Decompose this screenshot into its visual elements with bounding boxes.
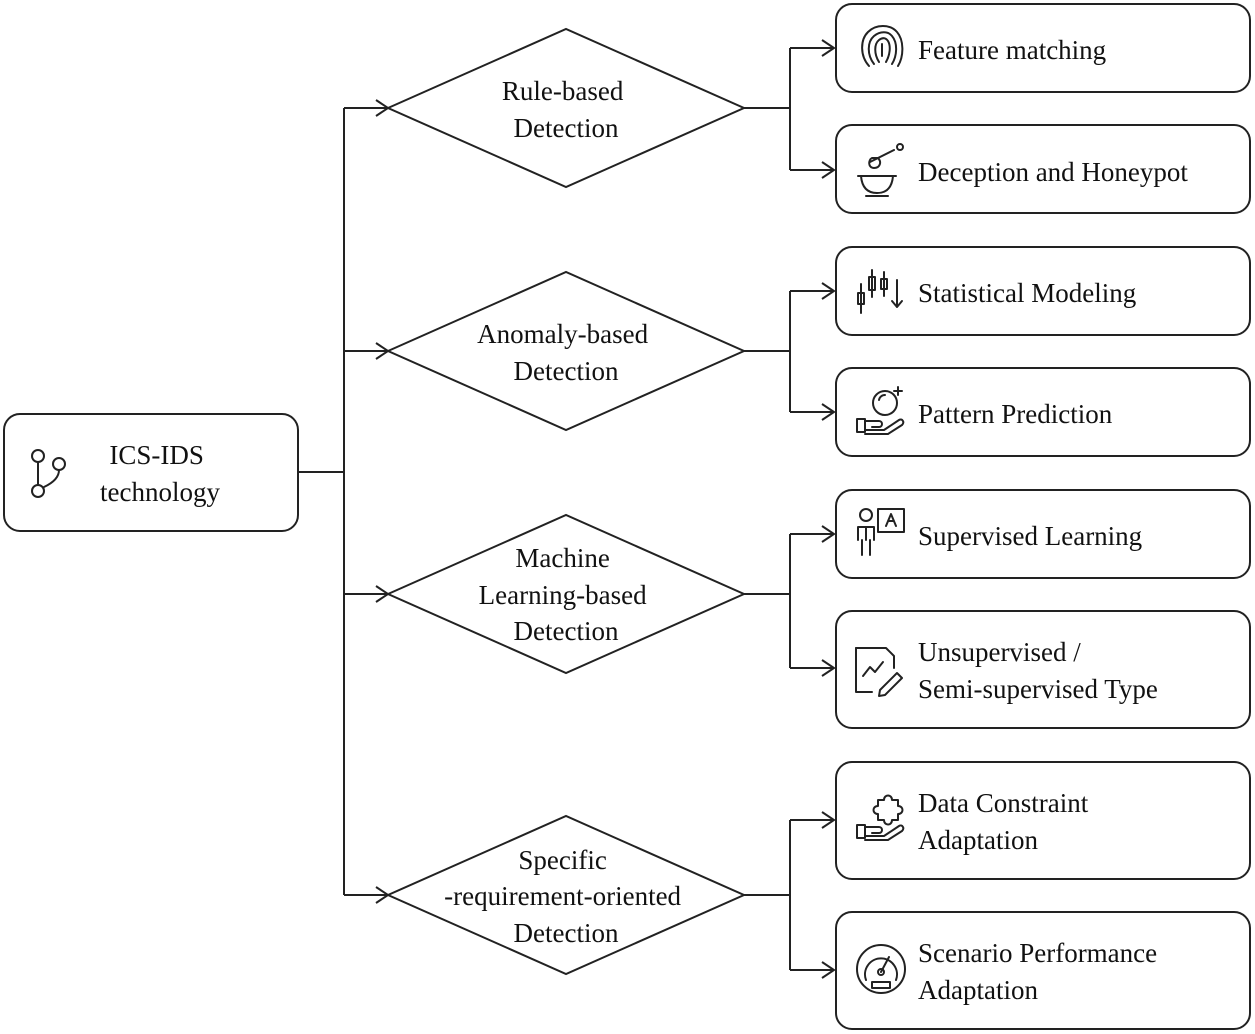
leaf-deception-honeypot: Deception and Honeypot (835, 124, 1251, 214)
leaf-label: Supervised Learning (918, 521, 1142, 551)
root-label-line: technology (100, 477, 220, 507)
category-label-line: Detection (514, 113, 619, 143)
leaf-label-line: Deception and Honeypot (918, 157, 1188, 187)
category-specific-requirement: Specific -requirement-oriented Detection (385, 814, 747, 976)
leaf-label-line: Adaptation (918, 825, 1038, 855)
leaf-label-line: Supervised Learning (918, 521, 1142, 551)
leaf-pattern-prediction: Pattern Prediction (835, 367, 1251, 457)
category-label-line: Anomaly-based (477, 319, 648, 349)
root-node: ICS-IDS technology (3, 413, 299, 532)
leaf-supervised-learning: Supervised Learning (835, 489, 1251, 579)
connector-rule-leaves (744, 47, 834, 171)
category-label-line: -requirement-oriented (444, 881, 681, 911)
category-label-line: Detection (514, 616, 619, 646)
leaf-feature-matching: Feature matching (835, 3, 1251, 93)
arrowhead (821, 961, 836, 979)
category-anomaly-based: Anomaly-based Detection (385, 270, 747, 432)
connector-specific-leaves (744, 819, 834, 971)
category-label-line: Specific (518, 845, 606, 875)
category-rule-based: Rule-based Detection (385, 27, 747, 189)
category-label-line: Rule-based (502, 76, 624, 106)
leaf-label: Scenario Performance Adaptation (918, 938, 1164, 1005)
leaf-label-line: Scenario Performance (918, 938, 1157, 968)
category-label-line: Machine (515, 543, 609, 573)
category-label-line: Learning-based (479, 580, 647, 610)
category-label-line: Detection (514, 356, 619, 386)
leaf-scenario-performance: Scenario Performance Adaptation (835, 911, 1251, 1030)
leaf-label-line: Semi-supervised Type (918, 674, 1158, 704)
document-chart-pen-icon (855, 647, 903, 697)
leaf-label-line: Statistical Modeling (918, 278, 1136, 308)
arrowhead (821, 659, 836, 677)
arrowhead (821, 811, 836, 829)
root-label: ICS-IDS technology (100, 440, 220, 507)
hand-crystal-ball-icon (856, 386, 905, 435)
root-label-line: ICS-IDS (109, 440, 204, 470)
category-label: Specific -requirement-oriented Detection (444, 845, 688, 948)
arrowhead (821, 161, 836, 179)
candlestick-chart-icon (857, 269, 903, 314)
leaf-label: Unsupervised / Semi-supervised Type (918, 637, 1158, 704)
leaf-label: Statistical Modeling (918, 278, 1136, 308)
connector-ml-leaves (744, 533, 834, 669)
leaf-label: Feature matching (918, 35, 1106, 65)
category-label-line: Detection (514, 918, 619, 948)
speedometer-icon (856, 944, 906, 994)
teacher-board-icon (857, 508, 905, 556)
category-ml-based: Machine Learning-based Detection (385, 513, 747, 675)
fingerprint-icon (861, 25, 904, 67)
leaf-statistical-modeling: Statistical Modeling (835, 246, 1251, 336)
leaf-label-line: Unsupervised / (918, 637, 1081, 667)
connector-root-spine (298, 108, 345, 895)
leaf-label-line: Data Constraint (918, 788, 1089, 818)
arrowhead (821, 525, 836, 543)
hand-puzzle-icon (856, 794, 905, 841)
leaf-label: Pattern Prediction (918, 399, 1113, 429)
leaf-data-constraint: Data Constraint Adaptation (835, 761, 1251, 880)
leaf-label-line: Adaptation (918, 975, 1038, 1005)
honey-pot-icon (857, 143, 904, 197)
category-label: Machine Learning-based Detection (479, 543, 654, 646)
arrowhead (821, 282, 836, 300)
leaf-label-line: Pattern Prediction (918, 399, 1113, 429)
arrowhead (821, 403, 836, 421)
arrowhead (821, 39, 836, 57)
connector-anomaly-leaves (744, 290, 834, 413)
category-label: Rule-based Detection (502, 76, 630, 143)
leaf-label-line: Feature matching (918, 35, 1106, 65)
leaf-label: Data Constraint Adaptation (918, 788, 1095, 855)
category-label: Anomaly-based Detection (477, 319, 655, 386)
connectors (298, 47, 834, 971)
leaf-label: Deception and Honeypot (918, 157, 1188, 187)
leaf-unsupervised-semi: Unsupervised / Semi-supervised Type (835, 610, 1251, 729)
branch-icon (31, 449, 66, 498)
